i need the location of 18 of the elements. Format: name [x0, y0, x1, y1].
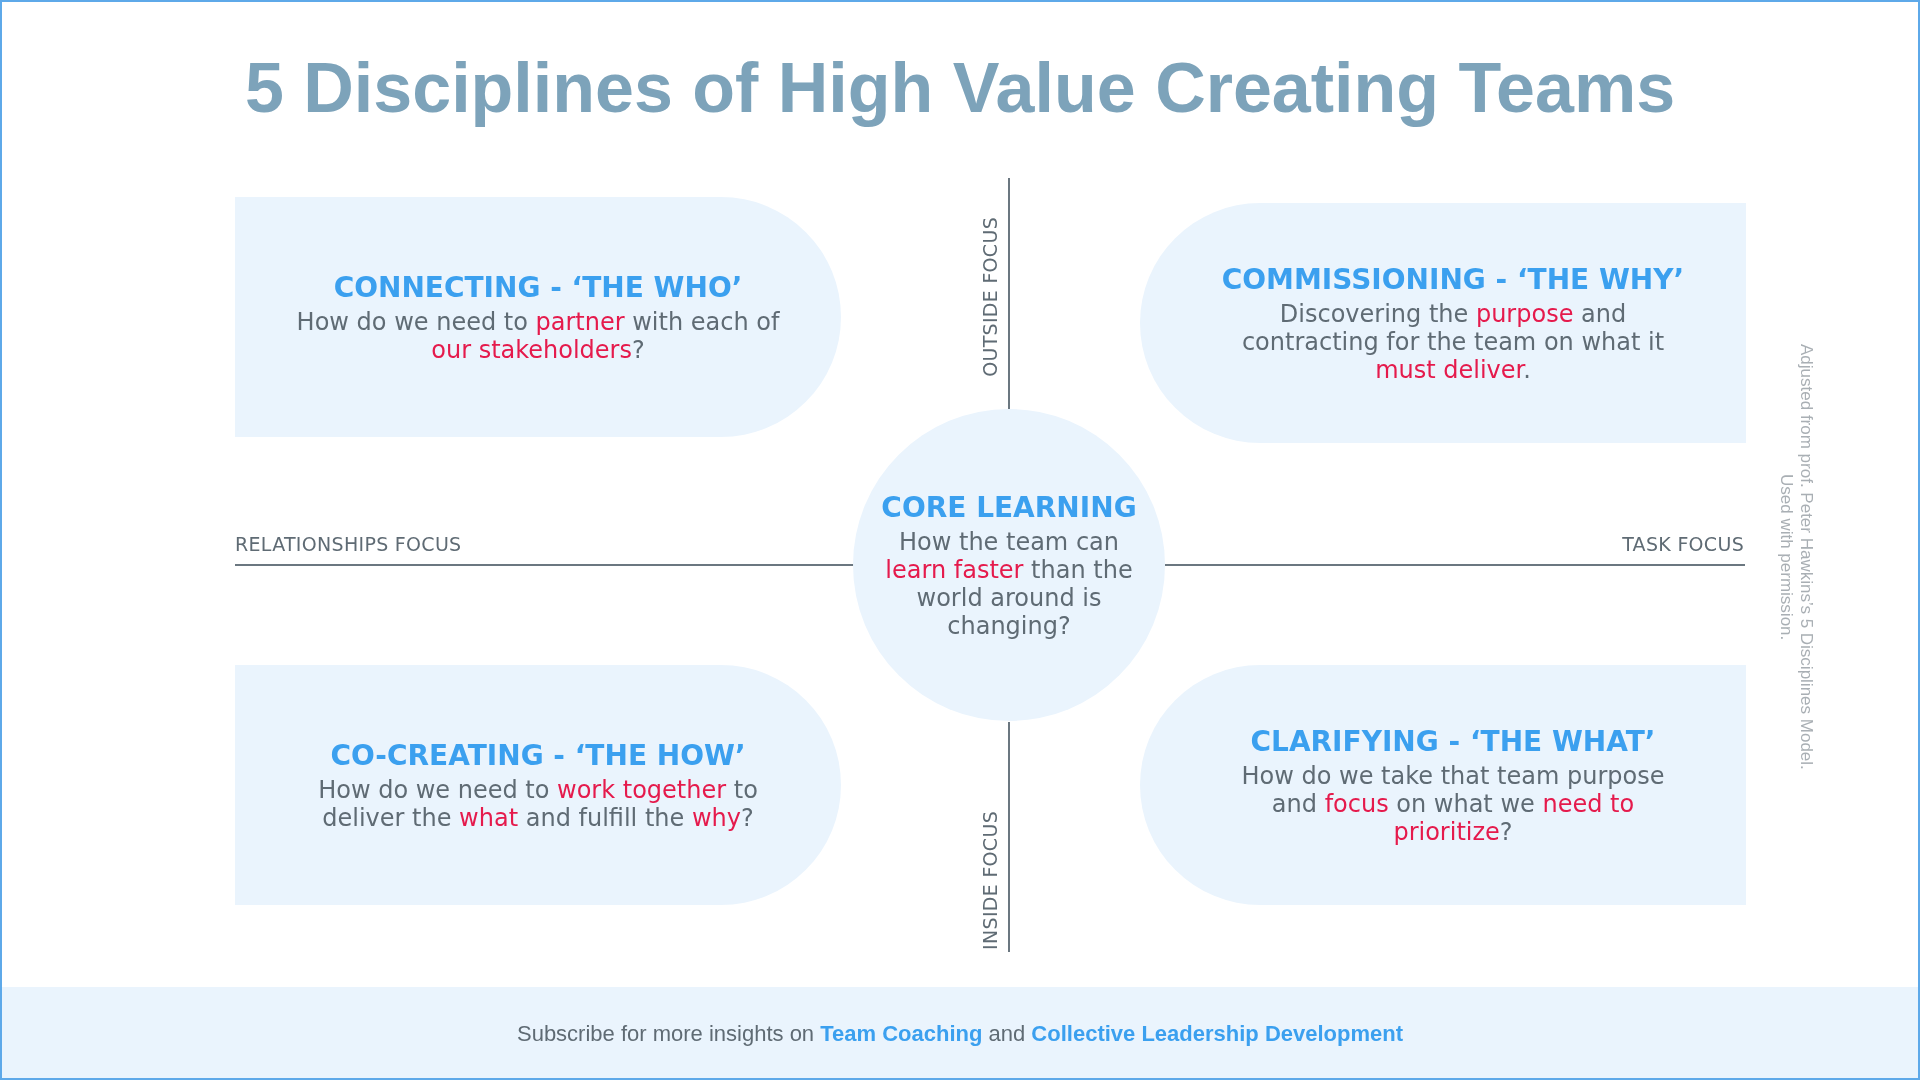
- card-heading: CLARIFYING - ‘THE WHAT’: [1250, 724, 1656, 759]
- axis-label: TASK FOCUS: [1622, 533, 1744, 555]
- attribution-note: Used with permission.: [1776, 473, 1796, 641]
- axis-label: OUTSIDE FOCUS: [979, 217, 1001, 377]
- card-heading: CORE LEARNING: [881, 490, 1137, 525]
- card-text: How do we need to work together to deliver the what and fulfill the why?: [317, 775, 759, 832]
- footer-text: Subscribe for more insights on Team Coaching and Collective Leadership Development: [516, 1020, 1404, 1047]
- card-text: How the team can learn faster than the world around is changing?: [884, 527, 1134, 640]
- page-title: 5 Disciplines of High Value Creating Teams: [243, 48, 1677, 129]
- card-heading: CONNECTING - ‘THE WHO’: [333, 270, 743, 305]
- card-text: How do we take that team purpose and focus on what we need to prioritize?: [1240, 761, 1666, 846]
- card-text: Discovering the purpose and contracting for the team on what it must deliver.: [1240, 299, 1666, 384]
- card-heading: CO-CREATING - ‘THE HOW’: [330, 738, 746, 773]
- axis-label: INSIDE FOCUS: [979, 811, 1001, 950]
- attribution-note: Adjusted from prof. Peter Hawkins’s 5 Disciplines Model.: [1796, 344, 1816, 770]
- axis-label: RELATIONSHIPS FOCUS: [235, 533, 462, 555]
- card-heading: COMMISSIONING - ‘THE WHY’: [1221, 262, 1685, 297]
- card-text: How do we need to partner with each of our stakeholders?: [295, 307, 781, 364]
